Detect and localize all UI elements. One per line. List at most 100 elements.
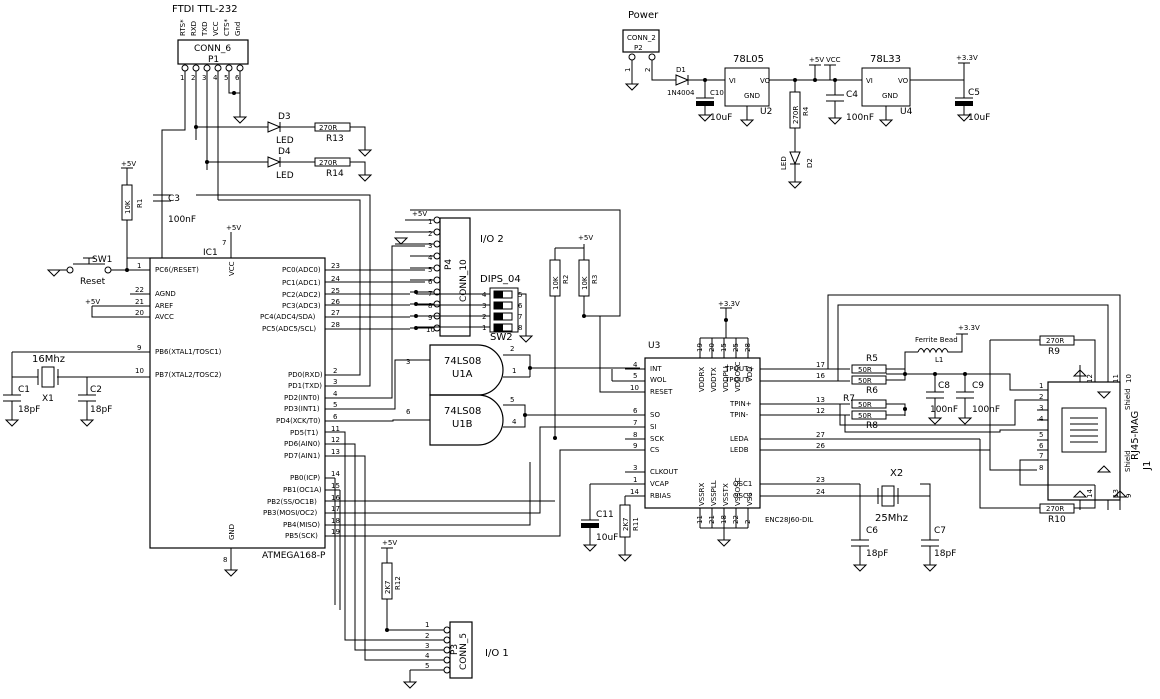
enc-pin-name: OSC1 [733, 480, 752, 488]
crystal-ref: X2 [890, 468, 903, 479]
enc-pin-number: 14 [630, 488, 639, 496]
mcu-pin-name: PB2(SS/OC1B) [267, 498, 317, 506]
dip-pin-number: 6 [518, 302, 523, 310]
rj45-pin-number: 13 [1112, 489, 1120, 498]
power-ref: P2 [634, 44, 643, 52]
mcu-pin-name: PD2(INT0) [284, 394, 320, 402]
io2-pin-number: 2 [428, 230, 432, 238]
mcu-pin-number: 6 [333, 413, 338, 421]
rj45-pin-number: 12 [1086, 374, 1094, 383]
resistor-value: 50R [858, 412, 872, 420]
enc-pin-number: 1 [633, 476, 637, 484]
dip-ref: SW2 [490, 332, 513, 343]
capacitor-ref: C3 [168, 194, 180, 204]
crystal-ref: X1 [42, 394, 54, 404]
mcu-pin-number: 26 [331, 298, 340, 306]
mcu-pin-name: AVCC [155, 313, 174, 321]
io1-part: CONN_5 [459, 633, 469, 670]
enc-pin-number: 17 [816, 361, 825, 369]
resistor-ref: R14 [326, 169, 344, 179]
mcu-pin-number: 3 [333, 378, 337, 386]
gate-pin-number: 1 [512, 367, 516, 375]
mcu-pin-number: 4 [333, 390, 338, 398]
enc-pin-name: TPIN- [729, 411, 749, 419]
io1-pin-number: 4 [425, 652, 430, 660]
enc-pin-number: 10 [630, 384, 639, 392]
enc-pin-number: 13 [816, 396, 825, 404]
regulator-pin: VI [866, 77, 873, 85]
io2-ref: P4 [444, 259, 454, 270]
capacitor-ref: C9 [972, 381, 984, 391]
enc-pin-number: 26 [816, 442, 825, 450]
inductor-ref: L1 [935, 356, 943, 364]
dip-pin-number: 3 [482, 302, 486, 310]
mcu-pin-number: 14 [331, 470, 340, 478]
rj45-pin-number: 6 [1039, 442, 1044, 450]
mcu-pin-name: PB1(OC1A) [283, 486, 322, 494]
resistor-value: 270R [1046, 505, 1064, 513]
mcu-pin-number: 25 [331, 287, 340, 295]
mcu-vcc: VCC [228, 261, 236, 276]
enc-pin-name: RBIAS [650, 492, 672, 500]
io1-pin-number: 5 [425, 662, 429, 670]
capacitor-ref: C2 [90, 385, 102, 395]
mcu-pin-name: PC5(ADC5/SCL) [262, 325, 316, 333]
mcu-pin-number: 21 [135, 298, 144, 306]
power-pin-number: 1 [624, 68, 632, 72]
ftdi-pin-number: 1 [180, 74, 184, 82]
capacitor-ref: C5 [968, 88, 980, 98]
crystal-x1: 16Mhz X1 C1 18pF C2 18pF [3, 351, 150, 427]
io2-part: CONN_10 [459, 259, 469, 302]
capacitor-value: 18pF [866, 549, 888, 559]
resistor-ref: R10 [1048, 515, 1066, 525]
logic-gates-u1: 74LS08 U1A 2 1 3 74LS08 U1B 5 4 6 [406, 344, 640, 446]
capacitor-value: 18pF [934, 549, 956, 559]
supply-label: +5V [578, 234, 593, 242]
mcu-pin-number: 24 [331, 275, 340, 283]
ftdi-pin-number: 4 [213, 74, 218, 82]
resistor-ref: R1 [136, 199, 144, 208]
rj45-pin-number: 4 [1039, 415, 1044, 423]
resistor-ref: R2 [562, 275, 570, 284]
mcu-pin-name: PB6(XTAL1/TOSC1) [155, 348, 222, 356]
reset-circuit: +5V 10K R1 C3 100nF SW1 Reset [46, 130, 196, 287]
rj45-part: RJ45-MAG [1130, 411, 1141, 460]
io1-pin-number: 1 [425, 621, 429, 629]
rj45-pin-number: 2 [1039, 393, 1043, 401]
power-pin-number: 2 [644, 68, 652, 72]
ftdi-pin-label: Gnd [234, 22, 242, 36]
enc-pin-number: 7 [633, 419, 637, 427]
mcu-pin-name: PC3(ADC3) [282, 302, 321, 310]
io2-title: I/O 2 [480, 234, 504, 245]
enc-pin-number: 25 [732, 343, 740, 352]
mcu-pin-number: 13 [331, 448, 340, 456]
enc-pin-name: OSC2 [733, 492, 752, 500]
rj45-pin-number: 11 [1112, 374, 1120, 383]
gate-part: 74LS08 [444, 406, 481, 417]
mcu-pin-name: PC0(ADC0) [282, 266, 321, 274]
enc-pin-name: CS [650, 446, 660, 454]
capacitor-value: 10uF [596, 533, 618, 543]
enc-pin-name: CLKOUT [650, 468, 679, 476]
mcu-pin-name: PD5(T1) [290, 429, 319, 437]
mcu-pin-name: PC6(/RESET) [155, 266, 199, 274]
enc-pin-name: SI [650, 423, 657, 431]
resistor-value: 10K [124, 200, 132, 214]
enc-pin-name: WOL [650, 376, 666, 384]
rj45-pin-number: 10 [1125, 374, 1133, 383]
ftdi-pin-number: 6 [235, 74, 240, 82]
resistor-value: 270R [1046, 337, 1064, 345]
enc-pin-number: 15 [720, 343, 728, 352]
led-label: LED [276, 136, 294, 146]
capacitor-ref: C10 [710, 89, 724, 97]
crystal-frequency: 25Mhz [875, 513, 908, 524]
ftdi-part: CONN_6 [194, 44, 231, 54]
io1-ref: P3 [450, 644, 460, 655]
regulator-name: 78L05 [733, 54, 764, 65]
switch-ref: SW1 [92, 255, 112, 265]
ethernet-passives: R5 50R 50R R6 R7 50R 50R R8 Ferrite Bead… [827, 294, 1121, 525]
enc-pin-name: VSSRX [698, 482, 706, 506]
capacitor-value: 10uF [968, 113, 990, 123]
io2-pin-number: 6 [428, 278, 433, 286]
mcu-pin-name: PC4(ADC4/SDA) [260, 313, 316, 321]
